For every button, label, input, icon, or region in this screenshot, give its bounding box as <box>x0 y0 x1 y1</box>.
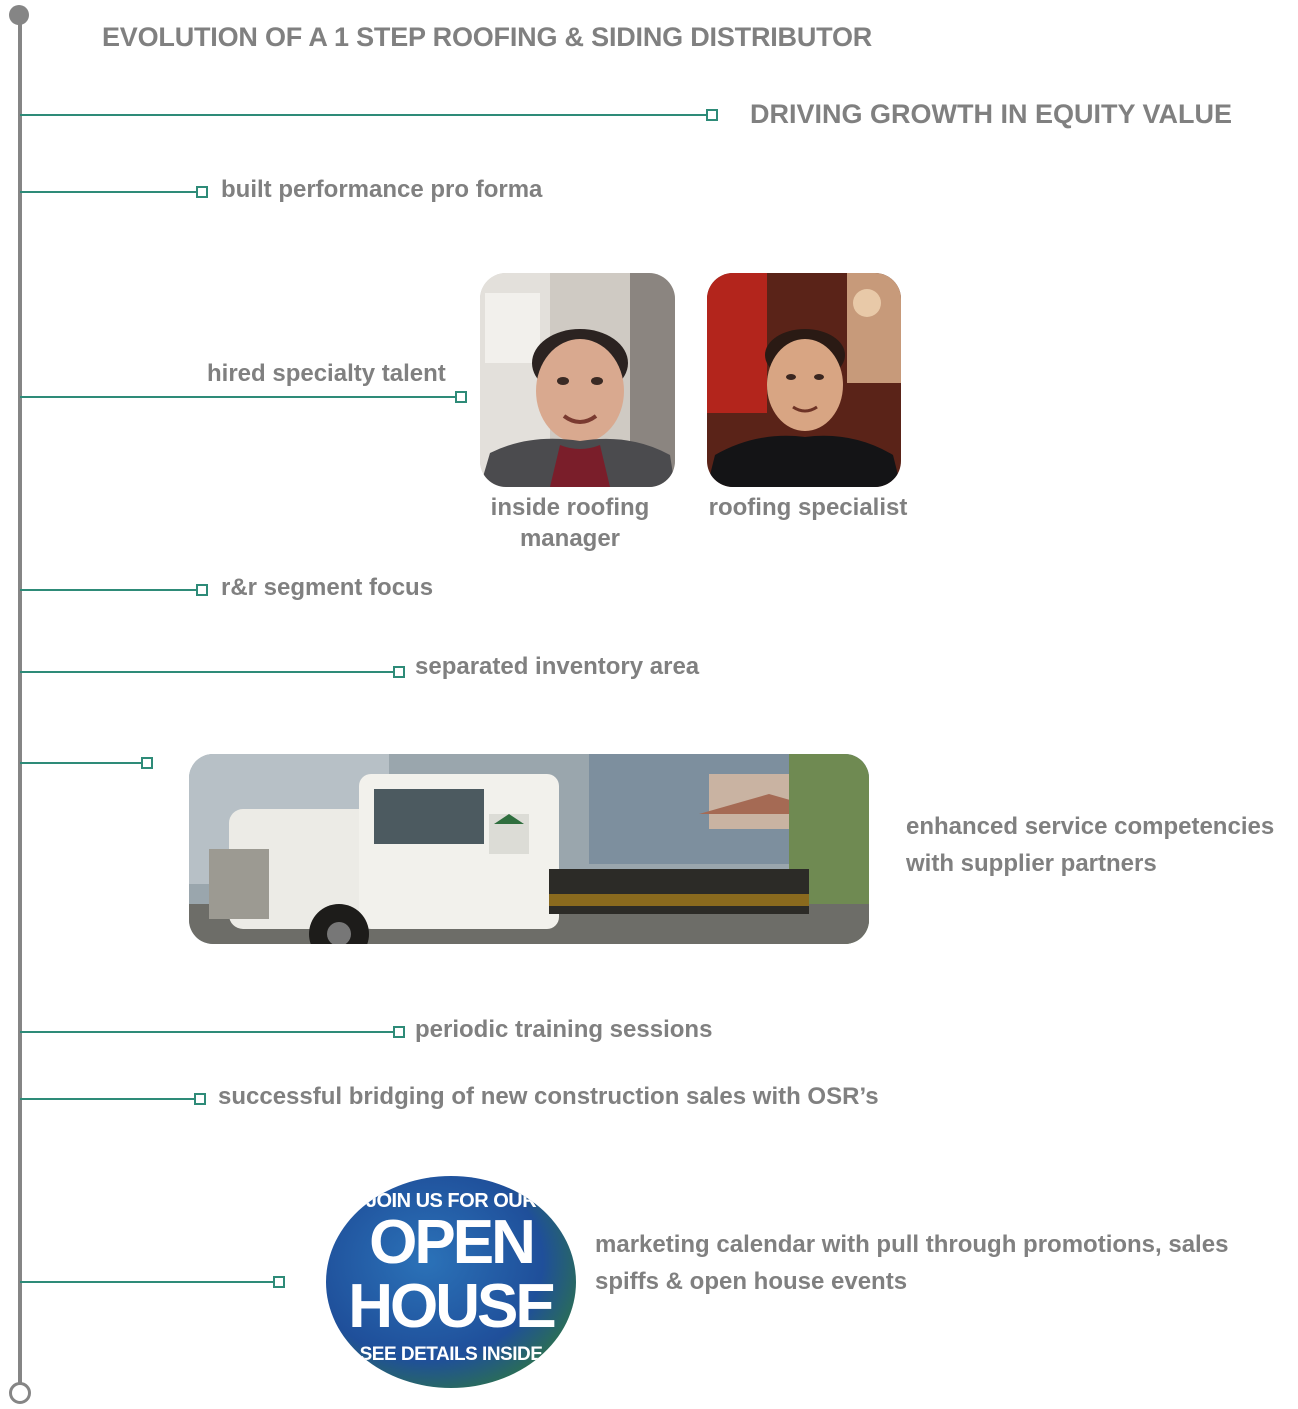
open-house-badge: JOIN US FOR OUR OPEN HOUSE SEE DETAILS I… <box>326 1176 576 1388</box>
connector-line <box>20 671 394 673</box>
inside-roofing-manager-photo <box>480 273 675 487</box>
item-separated-inventory: separated inventory area <box>415 653 700 680</box>
roofing-specialist-photo <box>707 273 901 487</box>
connector-node <box>273 1276 285 1288</box>
item-rr-segment-focus: r&r segment focus <box>221 574 434 601</box>
connector-line <box>20 114 710 116</box>
connector-line <box>20 1098 194 1100</box>
connector-line <box>20 762 142 764</box>
item-specialty-talent: hired specialty talent <box>207 360 446 387</box>
connector-line <box>20 1031 394 1033</box>
timeline-spine <box>18 14 22 1394</box>
connector-node <box>706 109 718 121</box>
person-photo-icon <box>480 273 675 487</box>
connector-node <box>194 1093 206 1105</box>
item-periodic-training: periodic training sessions <box>415 1016 713 1043</box>
person-photo-icon <box>707 273 901 487</box>
caption-inside-roofing-manager: inside roofing manager <box>490 494 650 553</box>
connector-line <box>20 1281 274 1283</box>
connector-node <box>196 584 208 596</box>
connector-line <box>20 396 456 398</box>
connector-node <box>393 1026 405 1038</box>
connector-line <box>20 589 198 591</box>
open-house-line3: HOUSE <box>348 1272 556 1341</box>
connector-node <box>393 666 405 678</box>
page-title: EVOLUTION OF A 1 STEP ROOFING & SIDING D… <box>102 22 873 52</box>
timeline-end-dot <box>9 1382 31 1404</box>
truck-image-icon <box>189 754 869 944</box>
connector-node <box>455 391 467 403</box>
connector-line <box>20 191 198 193</box>
connector-node <box>196 186 208 198</box>
open-house-line2: OPEN <box>369 1208 536 1277</box>
item-pro-forma: built performance pro forma <box>221 176 543 203</box>
item-enhanced-service: enhanced service competencies with suppl… <box>906 813 1275 877</box>
item-successful-bridging: successful bridging of new construction … <box>218 1083 879 1110</box>
item-marketing-calendar: marketing calendar with pull through pro… <box>595 1231 1229 1295</box>
headline-equity-value: DRIVING GROWTH IN EQUITY VALUE <box>750 99 1233 129</box>
connector-node <box>141 757 153 769</box>
delivery-truck-photo <box>189 754 869 944</box>
open-house-line4: SEE DETAILS INSIDE <box>359 1344 543 1365</box>
caption-roofing-specialist: roofing specialist <box>708 494 908 521</box>
open-house-line1: JOIN US FOR OUR <box>365 1190 537 1212</box>
